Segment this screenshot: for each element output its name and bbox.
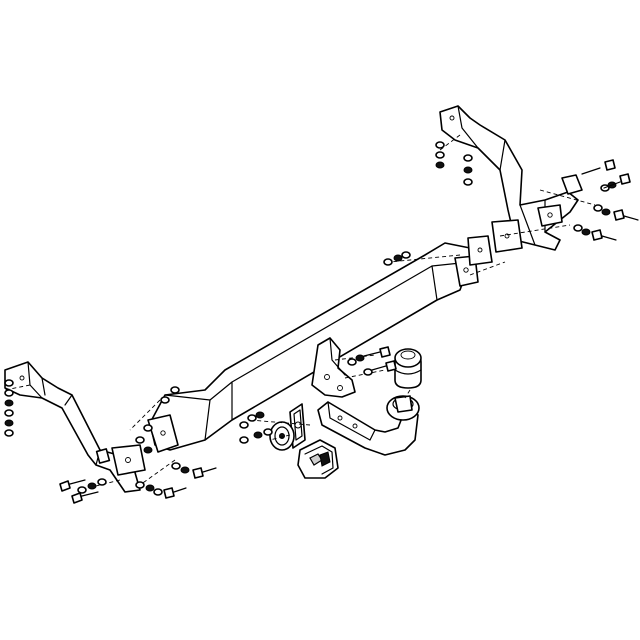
right-mounting-bracket [439, 105, 583, 251]
bolt-sets [4, 141, 639, 504]
tow-ball-mount-plate [311, 337, 356, 398]
bolt-set-left-lower [59, 478, 107, 504]
tow-ball-cover-cap [394, 348, 422, 389]
electrical-socket [269, 421, 339, 479]
bolt-set-right-side [573, 159, 639, 241]
bolt-set-centre-right [347, 346, 397, 376]
bolt-set-centre-left [239, 411, 273, 444]
assembly-guide-lines [4, 134, 596, 491]
tow-ball-neck [317, 395, 420, 456]
bolt-set-left-upper [4, 379, 14, 437]
spacer-plates [467, 219, 523, 266]
bolt-set-right-upper [435, 141, 473, 186]
main-crossbar-beam [147, 242, 479, 453]
left-mounting-bracket [4, 361, 146, 493]
bolt-set-beam-right [383, 251, 411, 266]
bolt-set-beam-left [135, 386, 217, 499]
